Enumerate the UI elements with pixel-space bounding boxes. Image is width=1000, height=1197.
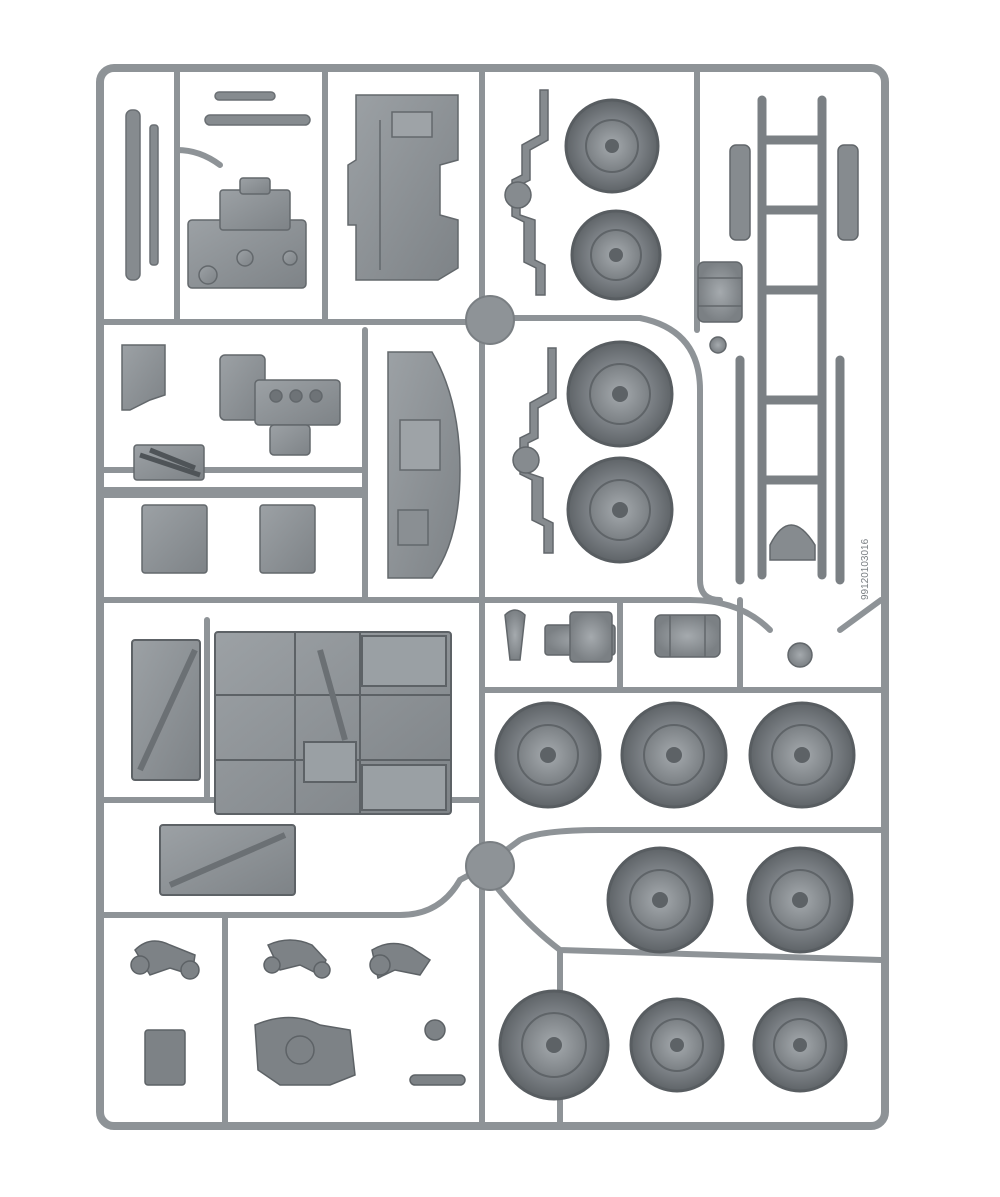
axle-lower xyxy=(512,347,557,554)
armor-plate-side xyxy=(131,639,201,781)
side-panel-top xyxy=(347,94,459,281)
chassis-details xyxy=(729,144,859,561)
tires xyxy=(494,98,856,1101)
tire xyxy=(566,340,674,448)
engine-block xyxy=(187,177,307,289)
tire xyxy=(498,989,610,1101)
small-parts-row xyxy=(504,609,813,668)
fuel-drum xyxy=(697,261,743,354)
hub-lower xyxy=(465,841,515,891)
tire xyxy=(748,701,856,809)
crew-figures xyxy=(130,939,466,1086)
tire xyxy=(752,997,848,1093)
sprue-frame xyxy=(96,64,889,1130)
tire xyxy=(629,997,725,1093)
tire xyxy=(746,846,854,954)
side-panel-mid xyxy=(387,351,461,579)
armor-plate-lower xyxy=(159,824,296,896)
tire xyxy=(606,846,714,954)
axle-upper xyxy=(504,89,549,296)
tire xyxy=(620,701,728,809)
tire xyxy=(564,98,660,194)
tire xyxy=(494,701,602,809)
hub-upper xyxy=(465,295,515,345)
tire xyxy=(570,209,662,301)
armor-plates xyxy=(214,631,452,815)
runner-hubs xyxy=(465,295,515,891)
tire xyxy=(566,456,674,564)
exhaust-pipes xyxy=(125,91,311,281)
mid-left-parts xyxy=(121,344,316,574)
sprue-runners xyxy=(101,69,884,1129)
chassis-frame xyxy=(735,95,845,585)
mid-engine xyxy=(219,354,341,456)
sprue-code: 99120103016 xyxy=(860,538,871,600)
